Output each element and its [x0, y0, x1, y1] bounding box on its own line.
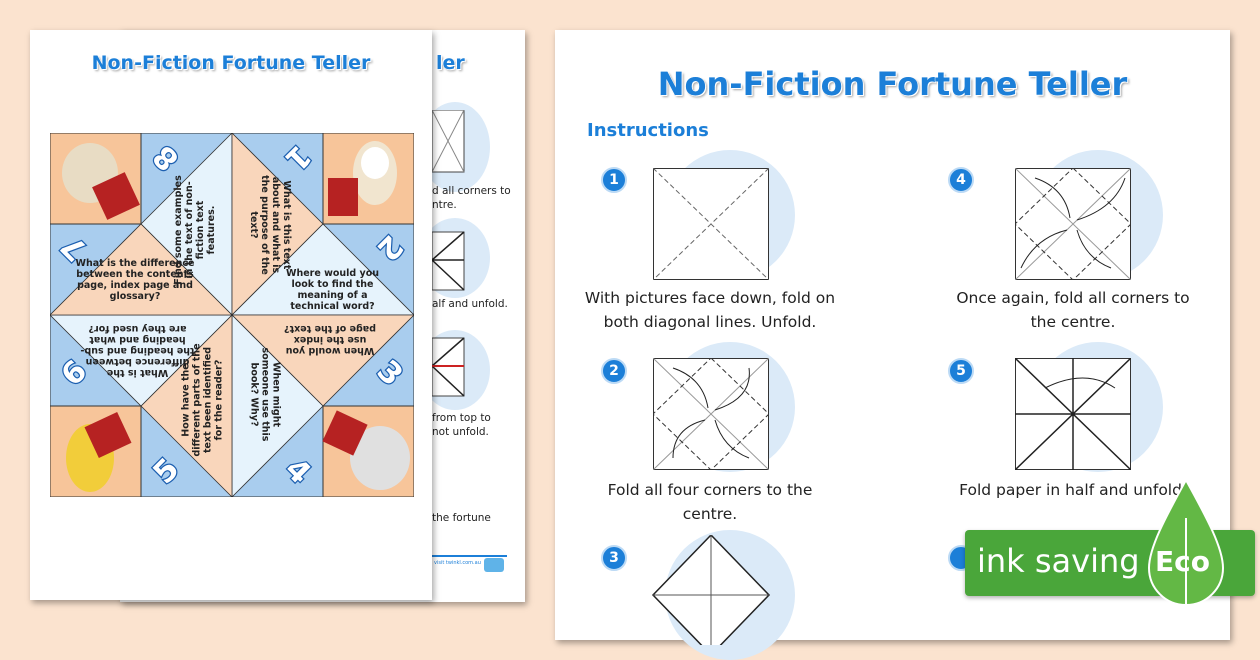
step-4-text: Once again, fold all corners to the cent… [956, 289, 1190, 331]
question-6: What is the difference between the headi… [80, 323, 195, 378]
eco-label: Eco [1155, 545, 1210, 578]
badge-label: ink saving [977, 542, 1140, 580]
caption: from top to [432, 412, 491, 424]
step-5-diagram [1015, 358, 1131, 470]
caption: not unfold. [432, 426, 489, 438]
questions-layer: What is this text about and what is the … [50, 133, 414, 497]
back-diagrams [432, 110, 465, 397]
fortune-teller-page: Non-Fiction Fortune Teller 1 2 3 4 [30, 30, 432, 600]
question-4: When might someone use this book? Why? [248, 347, 282, 442]
footer-rule [432, 555, 507, 557]
step-2-text: Fold all four corners to the centre. [607, 481, 813, 523]
step-number: 3 [601, 545, 627, 571]
caption: the fortune [432, 512, 491, 524]
question-2: Where would you look to find the meaning… [285, 268, 380, 312]
question-3: When would you use the index page of the… [284, 323, 376, 356]
step-1-diagram [653, 168, 769, 280]
leaf-icon [1147, 478, 1225, 616]
question-8: Find some examples in the text of non-fi… [173, 175, 217, 285]
page-title: Non-Fiction Fortune Teller [657, 65, 1128, 103]
step-number: 4 [948, 167, 974, 193]
question-7: What is the difference between the conte… [75, 258, 195, 302]
animal-illustrations [62, 141, 410, 492]
page-title: Non-Fiction Fortune Teller [91, 52, 371, 74]
step-2-diagram [653, 358, 769, 470]
fortune-teller: 1 2 3 4 5 6 7 8 [50, 133, 414, 497]
step-number: 1 [601, 167, 627, 193]
caption: ntre. [432, 199, 457, 211]
caption: d all corners to [432, 185, 511, 197]
question-1: What is this text about and what is the … [248, 175, 292, 275]
step-number: 2 [601, 358, 627, 384]
twinkl-logo [484, 558, 504, 572]
step-4-diagram [1015, 168, 1131, 280]
caption: alf and unfold. [432, 298, 508, 310]
step-3-diagram [651, 535, 771, 645]
footer-link[interactable]: visit twinkl.com.au [434, 560, 481, 566]
step-1-text: With pictures face down, fold on both di… [584, 289, 836, 331]
step-5-text: Fold paper in half and unfold. [959, 481, 1187, 499]
instructions-heading: Instructions [587, 120, 709, 141]
back-title-fragment: ler [436, 52, 465, 74]
step-number: 5 [948, 358, 974, 384]
